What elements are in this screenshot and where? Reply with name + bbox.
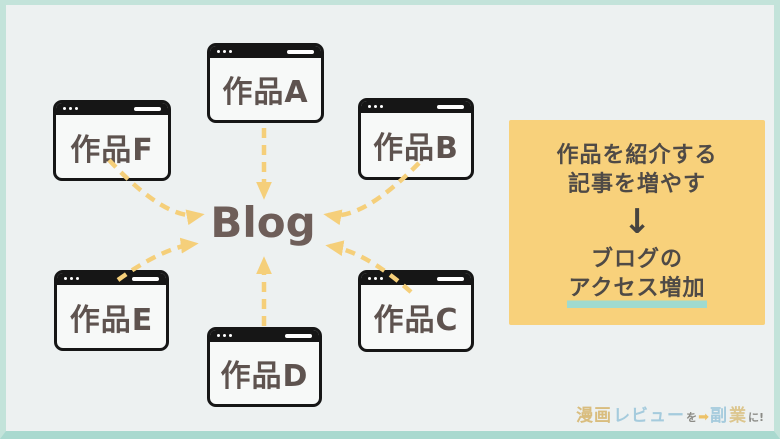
window-label-c: 作品C <box>373 303 459 338</box>
logo-arrow-icon: ➡ <box>698 410 709 425</box>
benefit-line-3: ブログの <box>590 247 683 272</box>
window-label-d: 作品D <box>220 359 309 394</box>
logo-part-fuku: 副 <box>709 406 728 426</box>
window-titlebar <box>210 46 321 58</box>
down-arrow-icon: ↓ <box>622 202 652 242</box>
window-address-bar-icon <box>287 50 314 54</box>
logo-part-ni: に! <box>747 411 764 424</box>
browser-window-b: 作品B <box>358 98 474 180</box>
window-label-f: 作品F <box>70 132 154 168</box>
window-address-bar-icon <box>132 277 159 281</box>
window-titlebar <box>361 101 471 113</box>
browser-window-d: 作品D <box>207 327 322 407</box>
browser-window-f: 作品F <box>53 100 171 181</box>
logo-part-wo: を <box>686 411 698 424</box>
logo-part-gyou: 業 <box>728 406 747 426</box>
window-dots-icon <box>63 107 78 110</box>
highlighted-text: アクセス増加 <box>566 276 708 308</box>
window-titlebar <box>56 103 168 115</box>
benefit-line-1: 作品を紹介する <box>556 143 718 168</box>
browser-window-c: 作品C <box>358 270 474 352</box>
browser-window-a: 作品A <box>207 43 324 123</box>
window-titlebar <box>57 273 166 285</box>
benefit-line-2: 記事を増やす <box>567 172 706 197</box>
window-address-bar-icon <box>437 277 464 281</box>
window-dots-icon <box>217 50 232 53</box>
window-titlebar <box>361 273 471 285</box>
window-label-b: 作品B <box>373 131 459 166</box>
window-dots-icon <box>64 277 79 280</box>
window-label-e: 作品E <box>69 302 154 338</box>
window-dots-icon <box>217 334 232 337</box>
window-address-bar-icon <box>285 334 312 338</box>
site-logo: 漫画 レビュー を ➡ 副 業 に! <box>576 401 764 426</box>
logo-part-review: レビュー <box>613 406 686 426</box>
window-address-bar-icon <box>437 105 464 109</box>
window-label-a: 作品A <box>222 75 309 110</box>
browser-window-e: 作品E <box>54 270 169 351</box>
blog-center-label: Blog <box>210 198 316 247</box>
benefit-line-4: アクセス増加 <box>509 274 765 308</box>
window-dots-icon <box>368 105 383 108</box>
benefit-box: 作品を紹介する 記事を増やす ↓ ブログの アクセス増加 <box>509 120 765 325</box>
logo-part-manga: 漫画 <box>576 406 613 426</box>
window-address-bar-icon <box>134 107 161 111</box>
window-titlebar <box>210 330 319 342</box>
window-dots-icon <box>368 277 383 280</box>
